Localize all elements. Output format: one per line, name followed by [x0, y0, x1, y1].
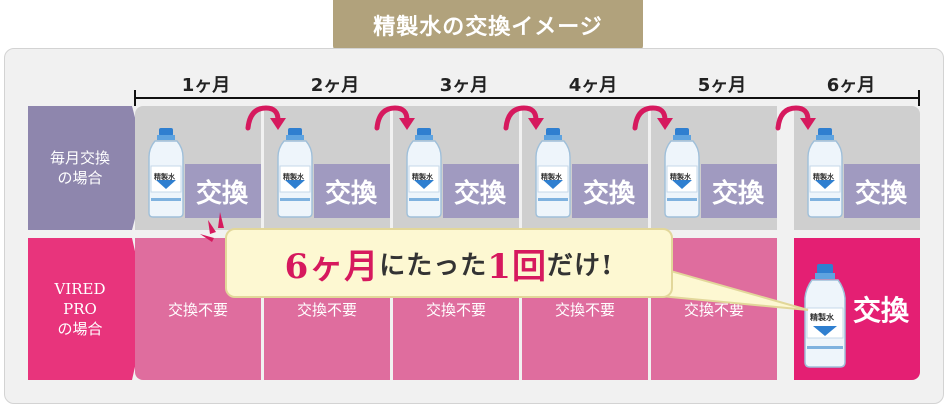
bottle-label: 精製水: [154, 172, 175, 181]
bottle-label: 精製水: [670, 172, 691, 181]
bottle-label: 精製水: [412, 172, 433, 181]
water-bottle-icon: [804, 264, 846, 368]
callout-suffix: だけ!: [546, 250, 614, 281]
bottle-label: 精製水: [813, 172, 834, 181]
water-bottle-icon: [148, 128, 184, 218]
month-4-label: 4ヶ月: [568, 75, 618, 96]
callout-middle: にたった: [379, 250, 488, 281]
curved-arrow-icon: [503, 105, 544, 131]
monthly-cell-month-4: 精製水交換: [503, 105, 648, 230]
exchange-label: 交換: [582, 178, 635, 209]
month-6-label: 6ヶ月: [826, 75, 876, 96]
exchange-label: 交換: [711, 178, 764, 209]
vired-cell-month-1: 交換不要: [135, 238, 261, 380]
timeline-tick: [918, 90, 920, 106]
row-label-monthly: 毎月交換 の場合: [28, 106, 148, 230]
water-bottle-icon: [277, 128, 313, 218]
sparkle-icon: [200, 212, 224, 242]
water-bottle-icon: [535, 128, 571, 218]
callout-pointer: [660, 266, 809, 311]
exchange-label: 交換: [453, 178, 506, 209]
month-3-label: 3ヶ月: [439, 75, 489, 96]
monthly-cell-month-2: 精製水交換: [245, 105, 390, 230]
exchange-band: [185, 164, 261, 218]
callout-prefix: 6ヶ月: [284, 246, 380, 287]
bottle-label: 精製水: [541, 172, 562, 181]
row-label-vired: VIRED PRO の場合: [28, 238, 148, 380]
exchange-label: 交換: [324, 178, 377, 209]
curved-arrow-icon: [632, 105, 673, 131]
water-bottle-icon: [807, 128, 843, 218]
monthly-cell-month-3: 精製水交換: [374, 105, 519, 230]
exchange-label: 交換: [854, 178, 907, 209]
exchange-band: [701, 164, 777, 218]
exchange-band: [443, 164, 519, 218]
water-bottle-icon: [406, 128, 442, 218]
exchange-band: [844, 164, 920, 218]
curved-arrow-icon: [245, 105, 286, 131]
curved-arrow-icon: [775, 105, 816, 131]
exchange-band: [572, 164, 648, 218]
bottle-label: 精製水: [810, 313, 834, 322]
exchange-label: 交換: [195, 178, 248, 209]
timeline-tick: [134, 90, 136, 106]
page-title: 精製水の交換イメージ: [333, 0, 643, 50]
callout-count: 1回: [487, 246, 547, 287]
vired-exchange-label: 交換: [852, 294, 909, 327]
bottle-label: 精製水: [283, 172, 304, 181]
exchange-band: [314, 164, 390, 218]
monthly-cell-month-5: 精製水交換: [632, 105, 777, 230]
monthly-cell-month-6: 精製水交換: [775, 105, 920, 230]
monthly-cell-month-1: 精製水交換: [135, 106, 261, 230]
month-2-label: 2ヶ月: [310, 75, 360, 96]
vired-cell-month-6: 精製水 交換: [794, 238, 920, 380]
timeline-ruler: [134, 97, 920, 99]
curved-arrow-icon: [374, 105, 415, 131]
water-bottle-icon: [664, 128, 700, 218]
month-1-label: 1ヶ月: [181, 75, 231, 96]
month-5-label: 5ヶ月: [697, 75, 747, 96]
